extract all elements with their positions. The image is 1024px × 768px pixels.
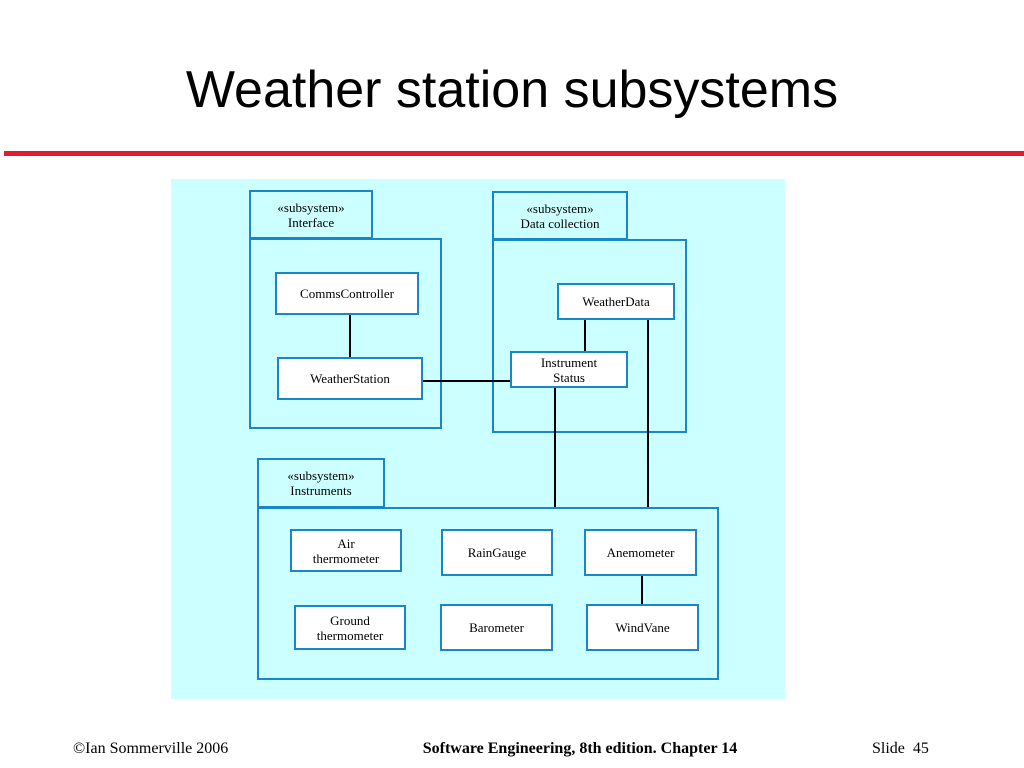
data-collection-name: Data collection [520,215,600,231]
data-collection-subsystem-box [492,239,687,433]
class-windvane-label: WindVane [615,620,670,635]
data-collection-subsystem-tab: «subsystem» Data collection [492,191,628,240]
class-commscontroller: CommsController [275,272,419,315]
class-weatherdata-label: WeatherData [582,294,650,309]
instruments-subsystem-box [257,507,719,680]
class-raingauge-label: RainGauge [467,545,527,560]
class-instrumentstatus-line2: Status [553,369,585,385]
interface-stereotype: «subsystem» [277,199,345,215]
slide-title: Weather station subsystems [185,61,839,119]
class-instrumentstatus: Instrument Status [510,351,628,388]
class-air-thermometer: Air thermometer [290,529,402,572]
class-air-thermometer-line2: thermometer [312,550,380,566]
instruments-name: Instruments [290,483,352,498]
class-ground-thermometer-line1: Ground [330,612,370,628]
footer-copyright: ©Ian Sommerville 2006 [73,740,229,757]
instruments-stereotype: «subsystem» [287,468,355,483]
footer-slide-value: 45 [912,740,929,757]
class-anemometer-label: Anemometer [606,545,675,560]
interface-name: Interface [287,214,335,230]
class-weatherdata: WeatherData [557,283,675,320]
title-divider [4,151,1024,156]
class-air-thermometer-line1: Air [337,535,355,551]
class-barometer: Barometer [440,604,553,651]
footer-book-title: Software Engineering, 8th edition. Chapt… [422,740,738,757]
class-weatherstation: WeatherStation [277,357,423,400]
footer-slide-number: Slide 45 [872,740,929,758]
data-collection-stereotype: «subsystem» [526,200,594,216]
class-windvane: WindVane [586,604,699,651]
class-instrumentstatus-line1: Instrument [540,354,598,370]
instruments-subsystem-tab: «subsystem» Instruments [257,458,385,508]
footer-slide-label: Slide [872,740,905,757]
class-raingauge: RainGauge [441,529,553,576]
class-ground-thermometer: Ground thermometer [294,605,406,650]
class-ground-thermometer-line2: thermometer [316,627,384,643]
class-weatherstation-label: WeatherStation [310,371,390,386]
interface-subsystem-tab: «subsystem» Interface [249,190,373,239]
class-commscontroller-label: CommsController [300,286,394,301]
class-anemometer: Anemometer [584,529,697,576]
interface-subsystem-box [249,238,442,429]
class-barometer-label: Barometer [469,620,524,635]
